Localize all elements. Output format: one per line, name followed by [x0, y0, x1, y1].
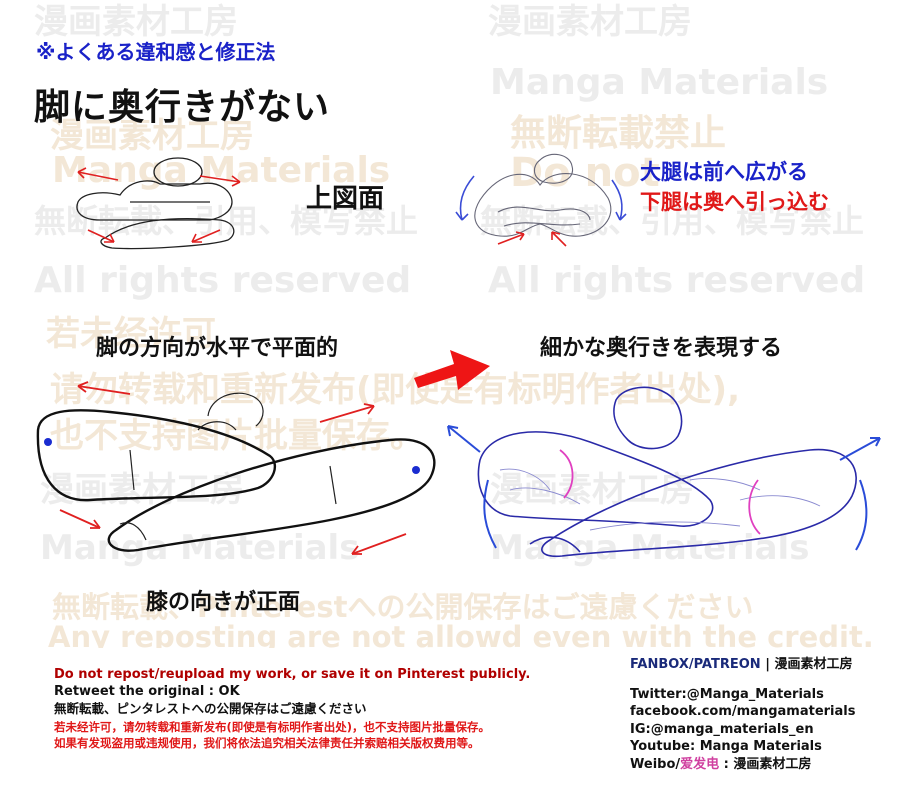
facebook-link[interactable]: facebook.com/mangamaterials [630, 704, 856, 719]
fanbox-name: 漫画素材工房 [774, 657, 853, 672]
shin-note-label: 下腿は奥へ引っ込む [640, 190, 829, 214]
arrow-right-icon [414, 350, 490, 390]
flat-note-label: 脚の方向が水平で平面的 [96, 336, 339, 361]
watermark-rights-right: All rights reserved [488, 260, 866, 301]
top-view-sketch [76, 157, 241, 250]
footer-line-5: 如果有发现盗用或违规使用，我们将依法追究相关法律责任并索赔相关版权费用等。 [54, 736, 480, 750]
page-subtitle: ※よくある違和感と修正法 [36, 40, 276, 64]
footer-social: FANBOX/PATREON | 漫画素材工房 Twitter:@Manga_M… [630, 656, 855, 773]
twitter-link[interactable]: Twitter:@Manga_Materials [630, 686, 824, 702]
flat-legs-sketch [36, 381, 436, 555]
weibo-label: Weibo/ [630, 756, 681, 772]
depth-legs-sketch [447, 386, 881, 558]
footer: Do not repost/reupload my work, or save … [0, 648, 920, 794]
watermark-rights-left: All rights reserved [34, 260, 412, 301]
watermark-brand-en-right: Manga Materials [490, 62, 829, 103]
weibo-name: : 漫画素材工房 [719, 756, 812, 772]
instagram-link[interactable]: IG:@manga_materials_en [630, 721, 814, 737]
perspective-sketch [455, 153, 627, 247]
fanbox-separator: | [760, 657, 775, 672]
page-title: 脚に奥行きがない [34, 87, 331, 128]
footer-line-4: 若未经许可，请勿转载和重新发布(即使是有标明作者出处)，也不支持图片批量保存。 [54, 720, 491, 734]
footer-line-3: 無断転載、ピンタレストへの公開保存はご遠慮ください [54, 701, 367, 716]
thigh-note-label: 大腿は前へ広がる [640, 160, 808, 184]
footer-line-2: Retweet the original : OK [54, 684, 240, 699]
fanbox-line: FANBOX/PATREON | 漫画素材工房 [630, 656, 855, 674]
watermark-brand-jp-right: 漫画素材工房 [488, 2, 692, 42]
depth-note-label: 細かな奥行きを表現する [540, 336, 783, 361]
youtube-link[interactable]: Youtube: Manga Materials [630, 739, 822, 754]
top-view-label: 上図面 [306, 184, 385, 214]
footer-line-1: Do not repost/reupload my work, or save … [54, 667, 531, 682]
footer-notice: Do not repost/reupload my work, or save … [54, 666, 530, 751]
knee-note-label: 膝の向きが正面 [146, 590, 301, 615]
weibo-cn-label: 爱发电 [680, 756, 720, 772]
weibo-line[interactable]: Weibo/爱发电 : 漫画素材工房 [630, 756, 855, 774]
fanbox-link[interactable]: FANBOX/PATREON [630, 657, 761, 672]
